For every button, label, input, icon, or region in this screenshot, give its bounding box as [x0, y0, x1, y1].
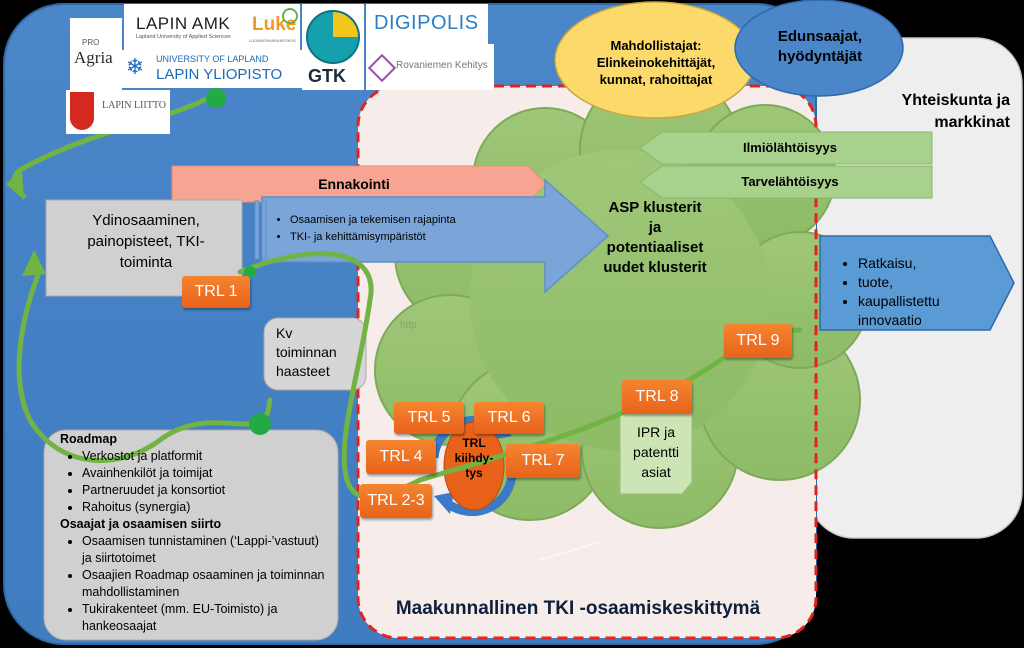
proagria-logo: PRO Agria [70, 18, 122, 90]
gtk-logo: GTK [302, 4, 364, 90]
lapin-liitto-crest-icon [70, 92, 94, 130]
ipr-note-label: IPR ja patentti asiat [633, 424, 679, 480]
region-title: Maakunnallinen TKI -osaamiskeskittymä [395, 598, 761, 619]
roadmap-item: Rahoitus (synergia) [82, 499, 330, 516]
tarve-label: Tarvelähtöisyys [741, 174, 839, 189]
society-label: Yhteiskunta ja markkinat [901, 92, 1010, 131]
kv-box-label: Kv toiminnan haasteet [276, 325, 337, 379]
roadmap-panel: Roadmap Verkostot ja platformit Avainhen… [60, 431, 330, 635]
rovaniemen-kehitys-logo: Rovaniemen Kehitys [366, 44, 494, 90]
lapin-amk-logo: LAPIN AMK Lapland University of Applied … [124, 4, 246, 50]
core-box-label: Ydinosaaminen, painopisteet, TKI- toimin… [87, 212, 205, 271]
tarve-arrow [639, 165, 933, 199]
roadmap-item: Verkostot ja platformit [82, 448, 330, 465]
osaajat-item: Osaajien Roadmap osaaminen ja toiminnan … [82, 567, 330, 601]
interface-bullets: Osaamisen ja tekemisen rajapinta TKI- ja… [272, 212, 552, 246]
ilmio-label: Ilmiölähtöisyys [743, 140, 837, 155]
solution-arrow [819, 235, 1015, 331]
kv-box [263, 317, 367, 391]
ilmio-arrow [639, 131, 933, 165]
luke-logo: Luke LUONNONVARAKESKUS [246, 4, 300, 50]
osaajat-title: Osaajat ja osaamisen siirto [60, 517, 222, 531]
cluster-label: ASP klusterit ja potentiaaliset uudet kl… [603, 199, 707, 276]
trl-2-3-badge: TRL 2-3 [360, 484, 432, 518]
rovaniemi-icon [367, 53, 397, 83]
cloud-tag: http [400, 320, 417, 331]
ennakointi-arrow [171, 165, 547, 203]
solution-bullet: kaupallistettu innovaatio [858, 292, 990, 330]
roadmap-item: Partneruudet ja konsortiot [82, 482, 330, 499]
trl-6-badge: TRL 6 [474, 402, 544, 434]
trl-4-badge: TRL 4 [366, 440, 436, 474]
osaajat-item: Tukirakenteet (mm. EU-Toimisto) ja hanke… [82, 601, 330, 635]
edunsaajat-ellipse [734, 0, 904, 97]
trl-7-badge: TRL 7 [506, 444, 580, 478]
lapin-yliopisto-logo: ❄ UNIVERSITY OF LAPLAND LAPIN YLIOPISTO [120, 50, 302, 88]
trl-8-badge: TRL 8 [622, 380, 692, 414]
digipolis-logo: DIGIPOLIS [366, 4, 488, 44]
roadmap-item: Avainhenkilöt ja toimijat [82, 465, 330, 482]
solution-bullet: tuote, [858, 273, 990, 292]
lapin-liitto-logo: LAPIN LIITTO [66, 90, 170, 134]
solution-bullets: Ratkaisu, tuote, kaupallistettu innovaat… [840, 254, 990, 330]
osaajat-item: Osaamisen tunnistaminen (‘Lappi-’vastuut… [82, 533, 330, 567]
trl-5-badge: TRL 5 [394, 402, 464, 434]
interface-bullet: TKI- ja kehittämisympäristöt [290, 229, 552, 246]
roadmap-box [43, 429, 339, 641]
path-node-mid [244, 266, 256, 278]
gtk-globe-icon [306, 10, 360, 64]
interface-arrow [261, 178, 610, 294]
solution-bullet: Ratkaisu, [858, 254, 990, 273]
roadmap-title: Roadmap [60, 432, 117, 446]
path-node-bottom [249, 413, 271, 435]
ennakointi-label: Ennakointi [318, 176, 390, 192]
snowflake-icon: ❄ [125, 54, 145, 79]
trl-1-badge: TRL 1 [182, 276, 250, 308]
accelerator-label: TRL kiihdy- tys [454, 436, 494, 480]
trl-9-badge: TRL 9 [724, 324, 792, 358]
mahdollistajat-label: Mahdollistajat: Elinkeinokehittäjät, kun… [596, 38, 716, 87]
interface-bullet: Osaamisen ja tekemisen rajapinta [290, 212, 552, 229]
path-node-top [206, 88, 226, 108]
edunsaajat-label: Edunsaajat, hyödyntäjät [777, 28, 863, 65]
